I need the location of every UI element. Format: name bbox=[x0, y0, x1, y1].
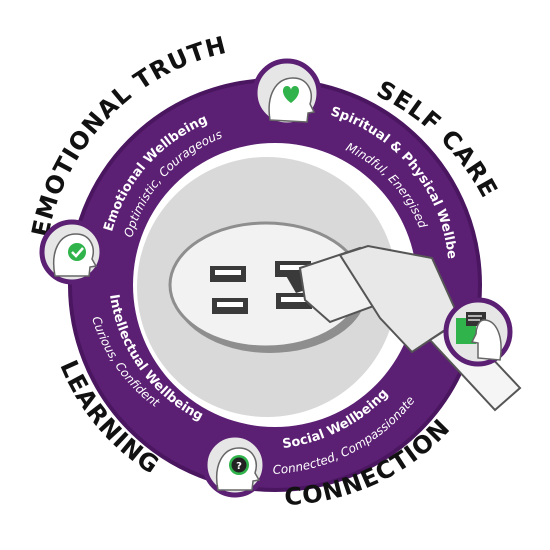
chat-head-icon bbox=[443, 297, 513, 367]
usb-port-bottom-right bbox=[276, 293, 312, 309]
check-head-icon bbox=[39, 219, 105, 285]
usb-port-bottom-left bbox=[212, 298, 248, 314]
usb-port-top-left bbox=[210, 266, 246, 282]
question-head-icon: ? bbox=[202, 432, 268, 498]
heart-head-icon bbox=[252, 58, 322, 128]
svg-text:?: ? bbox=[236, 461, 242, 472]
